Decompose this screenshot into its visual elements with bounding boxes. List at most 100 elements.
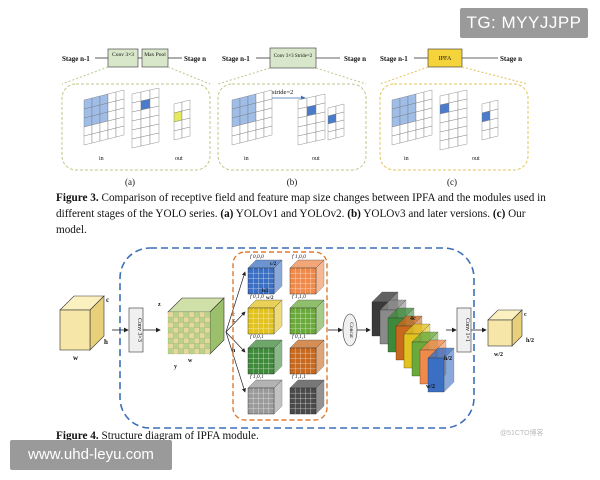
grid-cell — [423, 125, 433, 138]
panel-c-frame — [379, 83, 529, 171]
figure-3-b-text: YOLOv3 and later versions. — [363, 208, 491, 220]
sub-feature-label: f 0,1,0 — [250, 293, 264, 300]
split-arrows — [225, 271, 246, 393]
sub-feature-label: f 1,0,1 — [250, 373, 264, 380]
grid-cell — [481, 128, 491, 141]
sub-feature-cube — [289, 339, 325, 375]
panel-c-stage-out: Stage n — [500, 55, 522, 63]
panel-a-out-label: out — [175, 156, 183, 162]
figure-4-text: Structure diagram of IPFA module. — [101, 430, 259, 442]
grid-cell — [263, 125, 273, 138]
sub-dim-label-h: h/2 — [262, 289, 269, 294]
panel-a-pool-label: Max Pool — [144, 52, 166, 58]
grid-cell — [91, 131, 101, 144]
grid-cell — [83, 133, 93, 146]
panel-b-frame — [217, 83, 367, 171]
output-cube: c h/2 w/2 — [487, 309, 534, 358]
grid-cell — [247, 129, 257, 142]
panel-a-in-label: in — [99, 156, 104, 162]
grid-cell — [140, 134, 151, 147]
panel-c-in-label: in — [404, 156, 409, 162]
input-c-label: c — [106, 296, 109, 304]
panel-a-grid-out — [173, 99, 191, 141]
sub-feature-cube — [247, 379, 283, 415]
concat-stack — [371, 291, 455, 393]
stack-w-label: w/2 — [426, 384, 435, 390]
input-w-label: w — [73, 354, 79, 362]
cube-z-label: z — [158, 302, 161, 308]
figure-3-caption: Figure 3. Comparison of receptive field … — [56, 190, 556, 238]
panel-a: Stage n-1 Conv 3×3 Max Pool Stage n in o… — [61, 48, 211, 187]
panel-a-grid-in — [83, 89, 125, 146]
panel-c-out-label: out — [472, 156, 480, 162]
grid-cell — [327, 129, 337, 141]
sub-feature-label: f 0,0,0 — [250, 253, 264, 260]
grid-cell — [239, 131, 249, 144]
grid-cell — [335, 127, 345, 139]
grid-cell — [99, 129, 109, 142]
input-cube: c h w — [59, 295, 109, 362]
sub-feature-cube — [247, 259, 283, 295]
output-w-label: w/2 — [494, 352, 503, 358]
grid-cell — [231, 133, 241, 146]
panel-b-letter: (b) — [287, 177, 298, 187]
figure-3-c: (c) — [492, 208, 506, 220]
panel-b-stage-in: Stage n-1 — [222, 55, 250, 63]
panel-b-conv-label: Conv 3×3 Stride=2 — [274, 54, 313, 59]
panel-a-stage-out: Stage n — [184, 55, 206, 63]
panel-b-grid-out-a — [297, 93, 326, 146]
panel-c-grid-in — [391, 89, 433, 146]
panel-c-letter: (c) — [447, 177, 457, 187]
sub-feature-label: f 0,1,1 — [292, 333, 306, 340]
sub-dim-label-w: w/2 — [266, 296, 274, 301]
conv1x1-label: Conv 1×1 — [464, 318, 470, 342]
stack-slab — [427, 347, 455, 393]
figure-3-label: Figure 3. — [56, 192, 99, 204]
grid-cell — [415, 127, 425, 140]
panel-b-grid-out-b — [327, 103, 345, 141]
grid-cell — [489, 126, 499, 139]
panel-c-grid-mid — [439, 89, 468, 151]
panel-a-grid-mid — [131, 87, 160, 149]
grid-cell — [306, 131, 317, 144]
grid-cell — [448, 136, 459, 149]
sub-dim-label-c: c/2 — [270, 262, 277, 267]
panel-b-stage-out: Stage n — [344, 55, 366, 63]
cube-w-label: w — [188, 358, 193, 364]
figure-4-caption: Figure 4. Structure diagram of IPFA modu… — [56, 428, 556, 444]
cube-h-label: h — [232, 348, 236, 354]
figure-3-a: (a) — [220, 208, 234, 220]
panel-a-letter: (a) — [125, 177, 135, 187]
figure-3-a-text: YOLOv1 and YOLOv2. — [235, 208, 345, 220]
panel-b-stride-label: stride=2 — [272, 89, 293, 96]
panel-b-grid-in — [231, 89, 273, 146]
panel-a-conv-label: Conv 3×3 — [112, 52, 134, 58]
output-c-label: c — [524, 312, 527, 318]
grid-cell — [407, 129, 417, 142]
panel-b-in-label: in — [244, 156, 249, 162]
sub-feature-label: f 1,0,0 — [292, 253, 306, 260]
sub-feature-cube — [247, 299, 283, 335]
conv3x3-label: Conv 3×3 — [136, 318, 142, 342]
concat-label: Concat — [348, 322, 354, 338]
cube-y-label: y — [174, 364, 177, 370]
grid-cell — [255, 127, 265, 140]
panel-c-stage-in: Stage n-1 — [380, 55, 408, 63]
grid-cell — [399, 131, 409, 144]
panel-a-frame — [61, 83, 211, 171]
grid-cell — [131, 136, 142, 149]
panel-b: Stage n-1 Conv 3×3 Stride=2 Stage n stri… — [217, 47, 367, 187]
panel-a-stage-in: Stage n-1 — [62, 55, 90, 63]
figure-3-c-text: Our model. — [56, 208, 526, 236]
overlay-tag: TG: MYYJJPP — [460, 8, 588, 38]
grid-cell — [439, 138, 450, 151]
grid-cell — [457, 134, 468, 147]
figure-3-text: Comparison of receptive field and featur… — [56, 192, 546, 220]
sub-feature-cube — [289, 299, 325, 335]
grid-cell — [315, 129, 326, 142]
grid-cell — [107, 127, 117, 140]
grid-cell — [173, 128, 183, 141]
stack-h-label: h/2 — [444, 356, 452, 362]
grid-cell — [181, 126, 191, 139]
